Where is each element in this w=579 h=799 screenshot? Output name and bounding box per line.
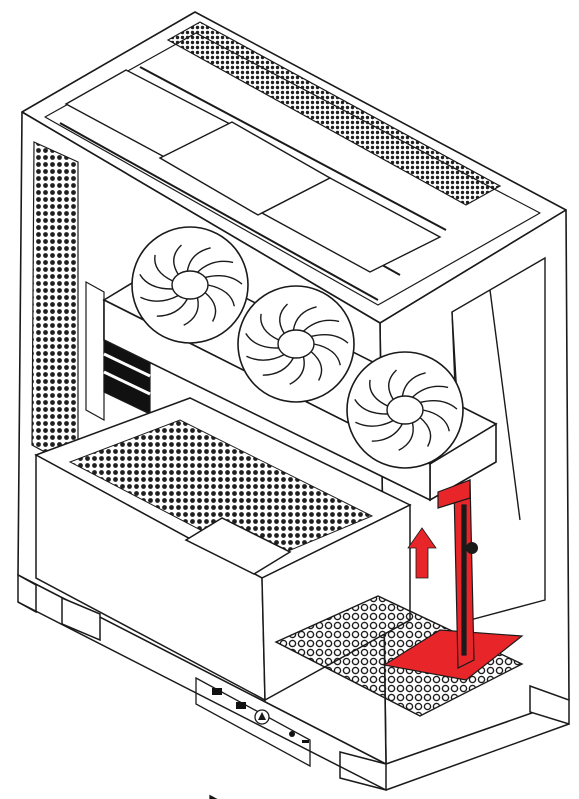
fan-hub — [172, 271, 208, 299]
left-mesh-panel — [32, 142, 78, 470]
fan-hub — [278, 330, 314, 358]
power-button-icon — [255, 710, 269, 724]
bracket-slot — [462, 505, 466, 655]
fan-hub — [387, 396, 423, 424]
